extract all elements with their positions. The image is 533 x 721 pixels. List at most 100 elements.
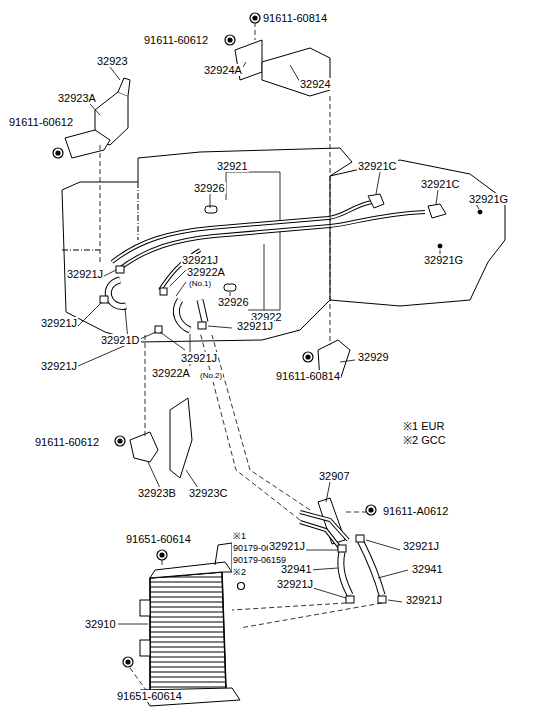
dashed-guides-part xyxy=(145,335,146,436)
lower-pipes-part xyxy=(346,596,354,603)
brackets-part xyxy=(65,130,110,158)
callout-number: 32921G xyxy=(423,254,464,266)
fittings-part xyxy=(478,210,482,214)
fittings-part xyxy=(116,266,124,273)
callout-number: 32921D xyxy=(100,334,141,346)
leader-lines-part xyxy=(186,470,198,488)
dashed-guides-part xyxy=(232,603,346,610)
callout-number: 32923 xyxy=(96,55,129,67)
bolt-symbols-part xyxy=(126,660,130,664)
oil-cooler-part xyxy=(150,572,226,692)
fittings-part xyxy=(438,244,442,248)
callout-number: ※1 xyxy=(232,530,247,542)
oil-pipes-part xyxy=(108,280,126,306)
callout-number: (No.2) xyxy=(199,370,223,382)
bolt-symbols-part xyxy=(56,151,60,155)
dashed-guides-part xyxy=(255,22,256,40)
callout-number: 32941 xyxy=(280,563,313,575)
leader-lines-part xyxy=(90,104,100,115)
bolt-symbols-part xyxy=(160,553,164,557)
oil-pipes-part xyxy=(108,280,126,306)
callout-number: 90179-06159 xyxy=(232,554,287,566)
oil-cooler-part xyxy=(140,600,150,616)
callout-number: 32929 xyxy=(357,351,390,363)
leader-lines-part xyxy=(176,282,186,296)
dashed-guides-part xyxy=(346,512,366,513)
bolt-symbols-part xyxy=(157,550,167,560)
bolt-symbols-part xyxy=(250,13,260,23)
dashed-guides-part xyxy=(130,668,146,690)
brackets-part xyxy=(170,398,192,478)
callout-number: 91611-60814 xyxy=(262,12,328,24)
brackets-part xyxy=(130,432,158,462)
fittings-part xyxy=(224,284,236,291)
callout-number: 32921J xyxy=(405,594,443,606)
leader-lines-part xyxy=(148,462,160,488)
callout-number: 32923B xyxy=(137,487,177,499)
callout-number: ※2 GCC xyxy=(402,434,447,446)
lower-pipes-part xyxy=(360,540,382,595)
leader-lines-part xyxy=(210,193,211,208)
leader-lines-part xyxy=(366,540,400,550)
bolt-symbols-part xyxy=(228,38,232,42)
leader-lines-part xyxy=(310,568,338,570)
lower-pipes-part xyxy=(341,552,350,595)
leader-lines-part xyxy=(78,332,156,366)
callout-number: 32921J xyxy=(40,360,78,372)
callout-number: 32921G xyxy=(468,193,509,205)
callout-number: 32926 xyxy=(193,182,226,194)
leader-lines-part xyxy=(376,172,380,194)
callout-number: 32921J xyxy=(180,352,218,364)
leader-lines-part xyxy=(388,600,402,602)
brackets-part xyxy=(118,78,130,96)
lower-pipes-part xyxy=(338,545,346,552)
oil-cooler xyxy=(140,543,240,706)
callout-number: 32921J xyxy=(181,254,219,266)
callout-number: 91611-60612 xyxy=(143,34,209,46)
bolt-symbols-part xyxy=(118,439,122,443)
oil-pipes-part xyxy=(118,212,425,270)
callout-number: 32910 xyxy=(84,618,117,630)
leader-lines-part xyxy=(226,172,280,220)
dashed-guides-part xyxy=(330,96,331,345)
engine-outline xyxy=(62,148,505,342)
callout-number: 32921J xyxy=(66,268,104,280)
dashed-guides-part xyxy=(100,145,101,262)
oil-pipes-part xyxy=(176,300,190,330)
callout-number: 91651-60614 xyxy=(116,690,183,702)
callout-number: 32921J xyxy=(276,578,314,590)
fittings-part xyxy=(198,322,206,329)
leader-lines-part xyxy=(306,550,338,551)
oil-pipes-part xyxy=(118,212,425,270)
fittings-part xyxy=(155,326,162,333)
fittings-part xyxy=(205,206,217,213)
callout-number: (No.1) xyxy=(188,278,212,290)
callout-number: 32921C xyxy=(420,178,461,190)
bolt-symbols-part xyxy=(253,16,257,20)
callout-number: 32921J xyxy=(268,540,306,552)
callout-number: 32922A xyxy=(151,367,191,379)
callout-number: 32907 xyxy=(318,470,351,482)
callout-number: ※2 xyxy=(232,566,247,578)
fittings-part xyxy=(368,194,384,208)
lower-pipes-part xyxy=(360,540,382,595)
callout-number: 32926 xyxy=(217,296,250,308)
callout-number: 32922A xyxy=(186,266,226,278)
callout-number: ※1 EUR xyxy=(402,420,445,432)
callout-number: 91651-60614 xyxy=(125,533,192,545)
oil-cooler-part xyxy=(150,572,226,692)
oil-pipes-part xyxy=(200,300,205,322)
leader-lines-part xyxy=(248,232,280,310)
callout-number: 32921C xyxy=(357,160,398,172)
leader-lines-part xyxy=(104,270,116,276)
leader-lines-part xyxy=(78,302,102,326)
bolt-symbols xyxy=(53,13,376,667)
dashed-guides xyxy=(100,22,382,690)
leader-lines-part xyxy=(326,482,330,502)
oil-pipes xyxy=(108,202,425,330)
leader-lines-part xyxy=(436,190,438,204)
bolt-symbols-part xyxy=(306,355,310,359)
callout-number: 32921 xyxy=(216,160,249,172)
